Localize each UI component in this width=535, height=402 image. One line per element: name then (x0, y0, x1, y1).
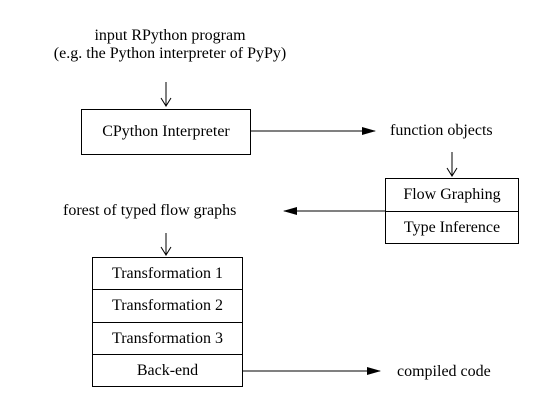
function-objects-label: function objects (390, 122, 493, 139)
forest-label: forest of typed flow graphs (63, 202, 237, 219)
flow-type-box: Flow Graphing Type Inference (385, 178, 519, 244)
input-label: input RPython program (e.g. the Python i… (20, 27, 320, 63)
transformation-3-cell: Transformation 3 (93, 323, 242, 355)
back-end-cell: Back-end (136, 362, 199, 379)
transformation-2-cell: Transformation 2 (93, 290, 242, 323)
type-inference-cell: Type Inference (403, 219, 501, 236)
flow-graphing-cell: Flow Graphing (386, 179, 518, 212)
arrow-forest-to-transformations (160, 233, 172, 256)
input-line-1: input RPython program (94, 27, 246, 44)
arrow-function-objects-to-flow (446, 152, 458, 177)
transformation-stack-box: Transformation 1 Transformation 2 Transf… (92, 257, 243, 387)
compiled-code-label: compiled code (397, 363, 491, 380)
transformation-1-cell: Transformation 1 (93, 258, 242, 290)
input-line-2: (e.g. the Python interpreter of PyPy) (53, 45, 287, 62)
cpython-interpreter-label: CPython Interpreter (102, 123, 230, 140)
cpython-interpreter-box: CPython Interpreter (81, 109, 251, 155)
arrow-input-to-cpython (160, 82, 172, 107)
